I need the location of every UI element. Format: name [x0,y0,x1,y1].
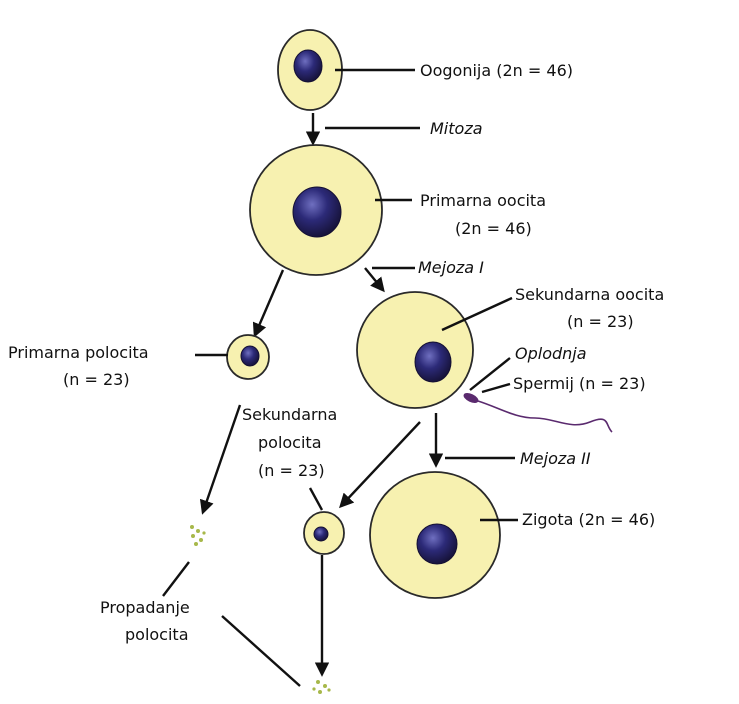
mejoza-1-label: Mejoza I [418,258,484,277]
sekundarna-polocita-label-1: Sekundarna [242,405,337,424]
oplodnja-label: Oplodnja [515,344,587,363]
secondary-oocyte-cell [357,292,473,408]
zigota-label: Zigota (2n = 46) [522,510,655,529]
sperm-cell [462,391,612,432]
primary-polocyte-cell [227,335,269,379]
mitoza-label: Mitoza [430,119,483,138]
spermij-pointer [482,384,510,392]
propadanje-label-2: polocita [125,625,189,644]
sekundarna-oocita-label-1: Sekundarna oocita [515,285,664,304]
degeneration-arrow-1 [203,405,240,512]
oogonium-cell [278,30,342,110]
degenerating-polocyte-2 [312,680,330,694]
propadanje-label-1: Propadanje [100,598,190,617]
sekundarna-polocita-label-3: (n = 23) [258,461,325,480]
primarna-oocita-label-1: Primarna oocita [420,191,546,210]
zygote-cell [370,472,500,598]
oogonija-label: Oogonija (2n = 46) [420,61,573,80]
mejoza-1-arrow [365,268,383,290]
sekundarna-polocita-pointer [310,488,322,510]
secondary-polocyte-cell [304,512,344,554]
sekundarna-oocita-label-2: (n = 23) [567,312,634,331]
propadanje-pointer-1 [163,562,189,596]
primarna-oocita-label-2: (2n = 46) [455,219,532,238]
propadanje-pointer-2 [222,616,300,686]
primarna-polocita-label-2: (n = 23) [63,370,130,389]
mejoza-2-label: Mejoza II [520,449,591,468]
primarna-polocita-label-1: Primarna polocita [8,343,149,362]
sekundarna-polocita-label-2: polocita [258,433,322,452]
degenerating-polocyte-1 [190,525,206,546]
spermij-label: Spermij (n = 23) [513,374,646,393]
primary-polocyte-arrow [255,270,283,335]
primary-oocyte-cell [250,145,382,275]
